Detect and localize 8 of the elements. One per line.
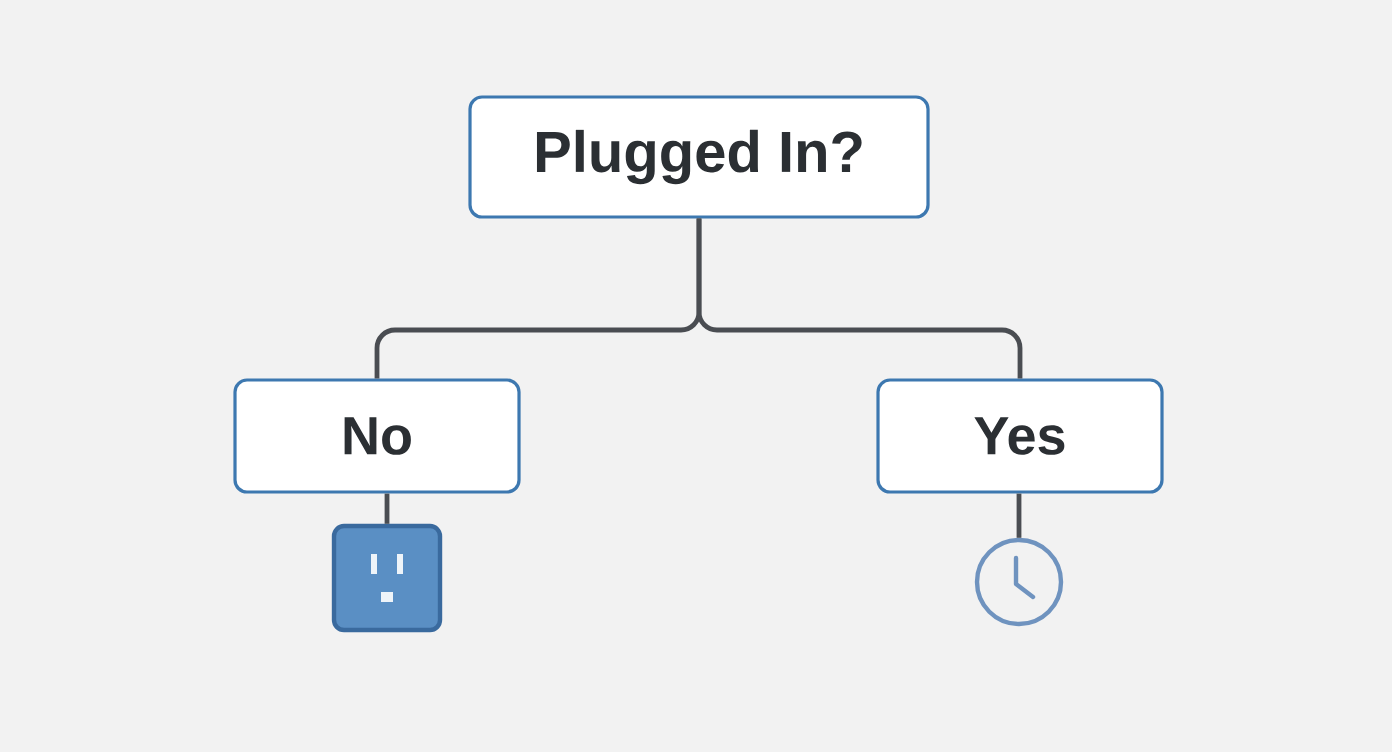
question-box: Plugged In? — [468, 95, 930, 219]
connector-line — [696, 218, 1023, 379]
connector-line — [1016, 493, 1022, 538]
clock-icon — [974, 537, 1064, 627]
connector-line — [384, 493, 390, 524]
answer-box: No — [233, 378, 521, 494]
answer-box: Yes — [876, 378, 1164, 494]
outlet-drawing — [331, 523, 443, 633]
